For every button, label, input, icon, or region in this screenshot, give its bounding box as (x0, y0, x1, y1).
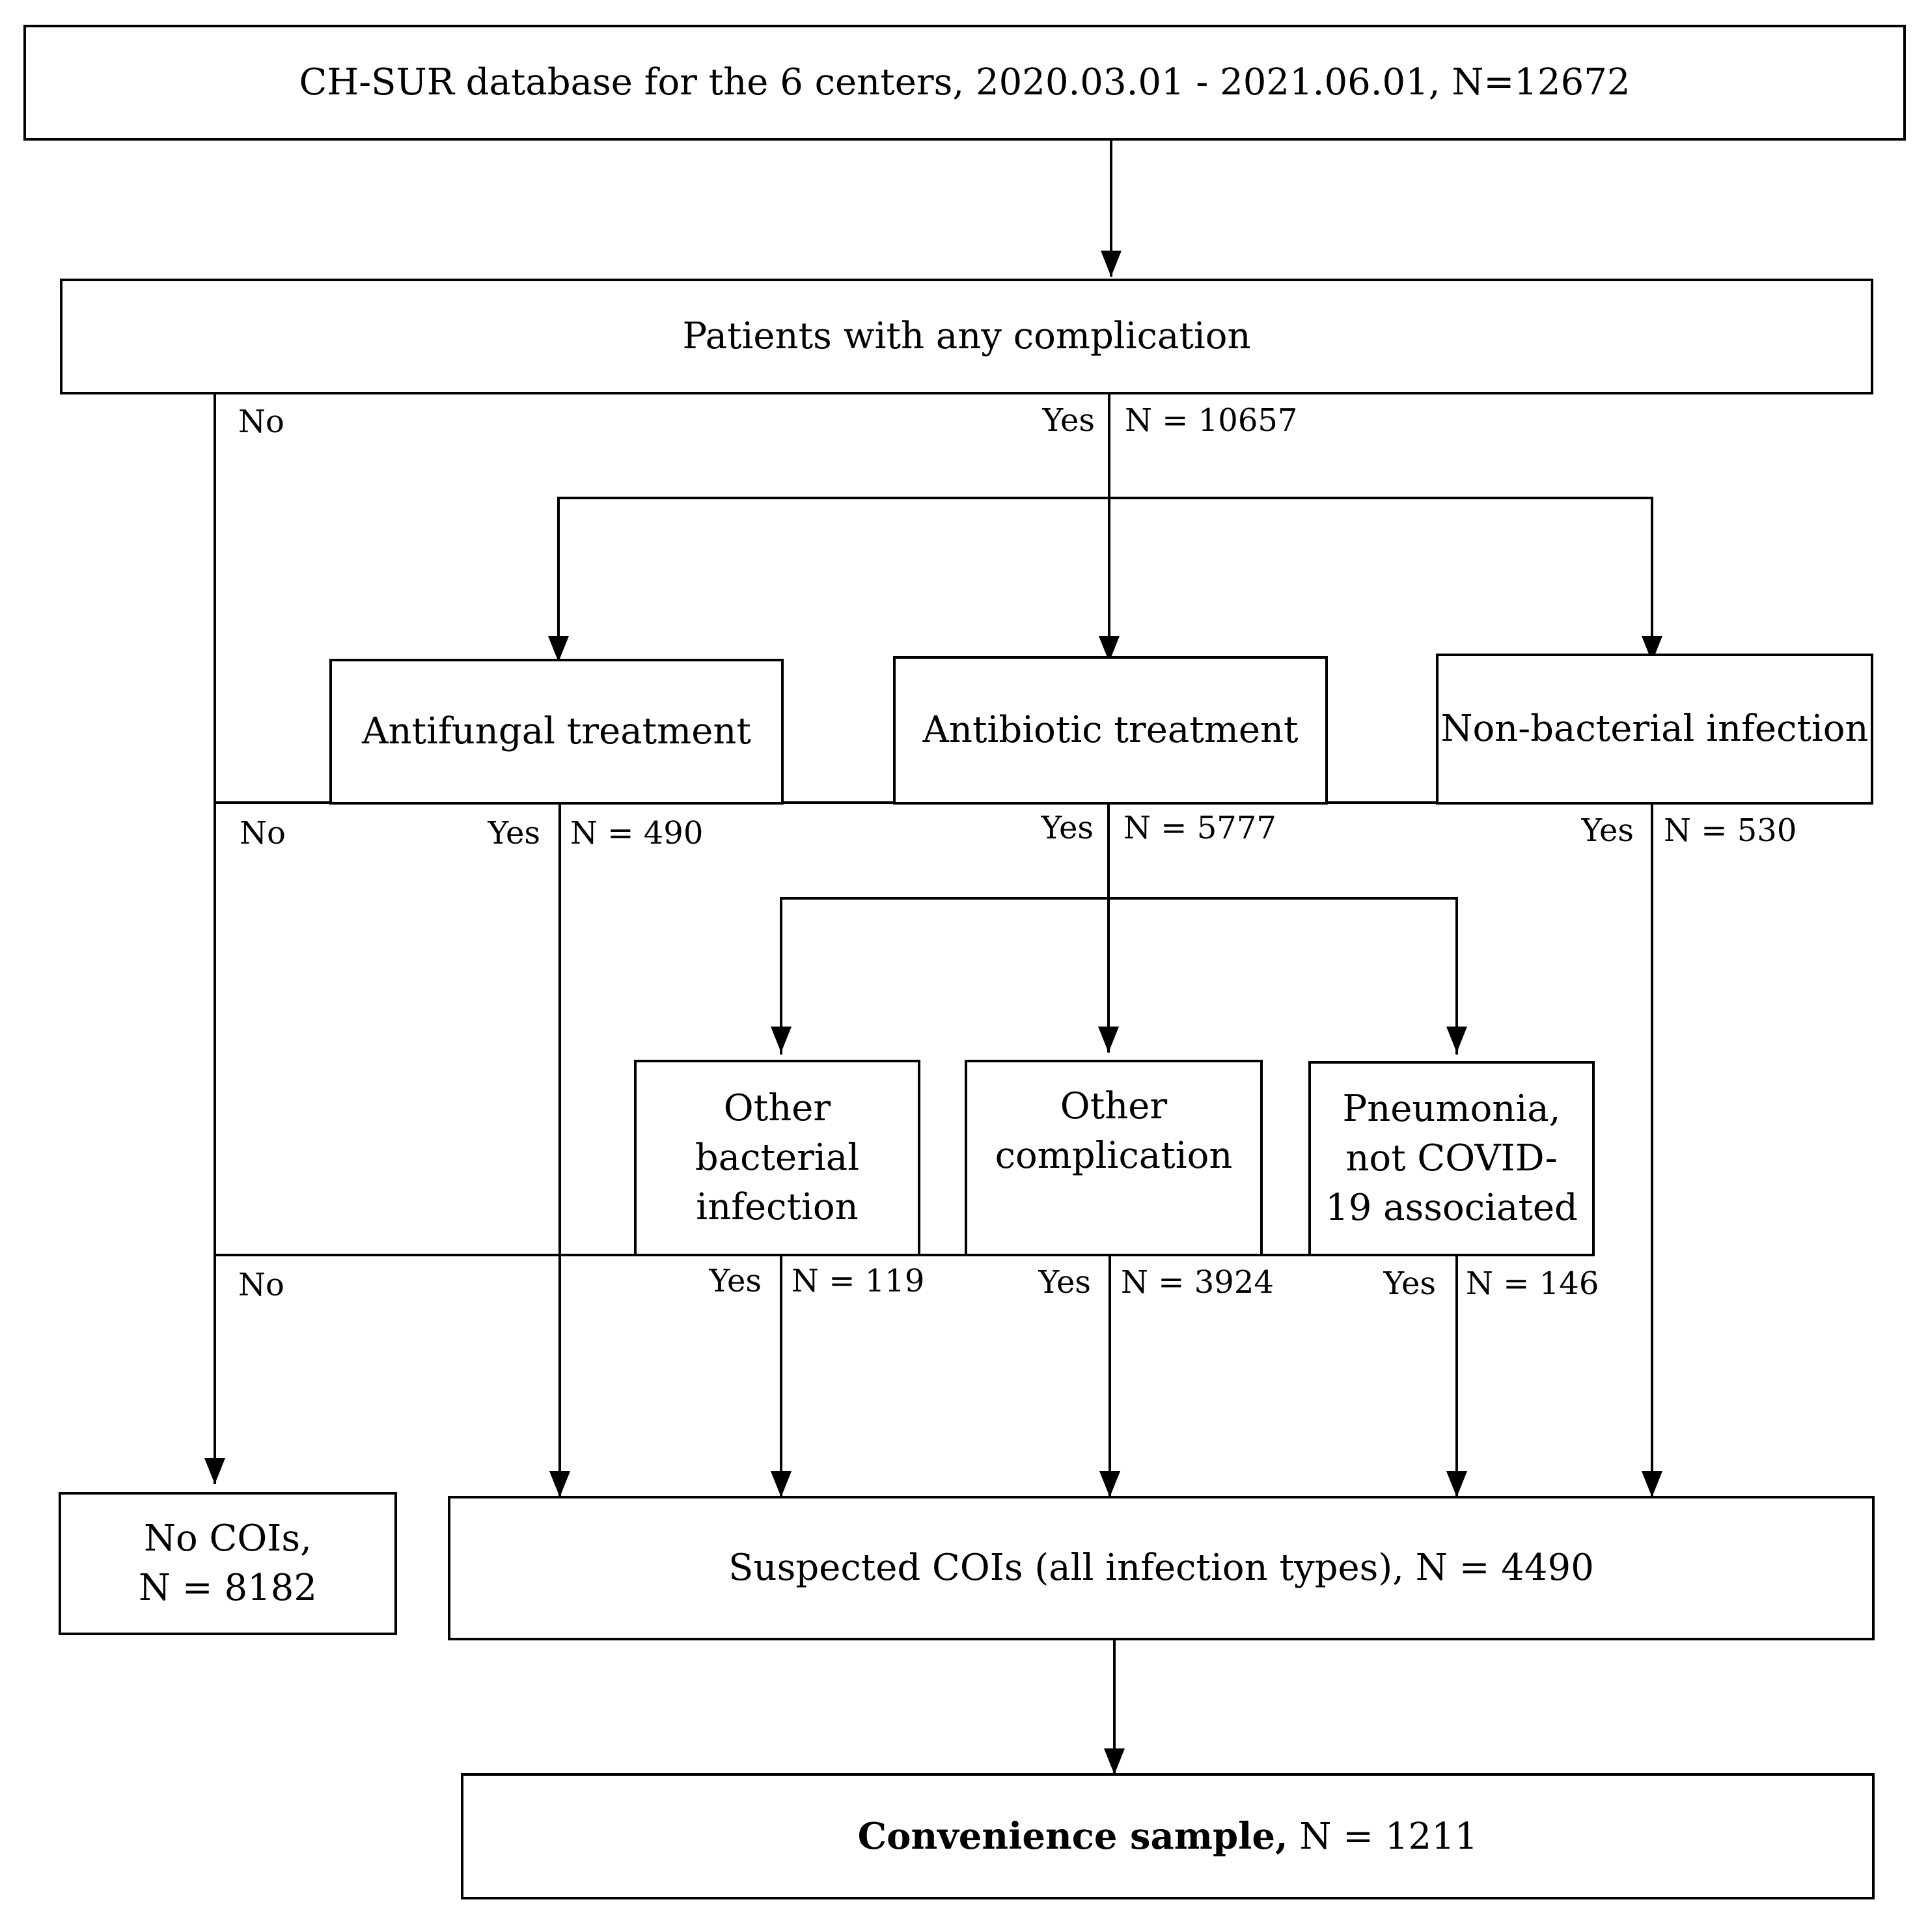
no-cois-line-2: N = 8182 (138, 1567, 318, 1609)
n-pneumonia: N = 146 (1466, 1265, 1599, 1302)
other-complication-box: Other complication (965, 1060, 1263, 1256)
branch-level-1 (557, 497, 1653, 665)
no-label-level-2: No (238, 1267, 284, 1303)
convenience-label-bold: Convenience sample, (857, 1814, 1288, 1858)
other-bacterial-label: Other bacterial infection (695, 1084, 859, 1232)
other-complication-label: Other complication (995, 1082, 1233, 1181)
other-complication-line-1: Other (1060, 1085, 1168, 1127)
antifungal-box: Antifungal treatment (329, 659, 784, 805)
non-bacterial-label: Non-bacterial infection (1440, 708, 1869, 750)
convenience-n-value: N = 1211 (1299, 1815, 1478, 1858)
antifungal-label: Antifungal treatment (362, 710, 751, 752)
n-antibiotic: N = 5777 (1123, 810, 1276, 846)
pneumonia-label: Pneumonia, not COVID- 19 associated (1325, 1084, 1578, 1233)
antibiotic-label: Antibiotic treatment (922, 709, 1299, 751)
yes-label-antibiotic: Yes (1041, 810, 1094, 846)
n-non-bacterial: N = 530 (1664, 812, 1797, 849)
antibiotic-box: Antibiotic treatment (893, 656, 1328, 805)
non-bacterial-box: Non-bacterial infection (1436, 654, 1873, 805)
yes-label-other-complication: Yes (1038, 1264, 1091, 1301)
other-bacterial-line-1: Other (723, 1087, 831, 1129)
pneumonia-line-1: Pneumonia, (1342, 1088, 1561, 1130)
no-label-level-0: No (238, 404, 284, 440)
n-antifungal: N = 490 (570, 815, 704, 851)
yes-label-other-bacterial: Yes (709, 1263, 762, 1299)
no-cois-label: No COIs, N = 8182 (139, 1514, 317, 1613)
n-complication: N = 10657 (1125, 402, 1298, 439)
branch-level-2 (780, 897, 1458, 1055)
no-cois-line-1: No COIs, (144, 1517, 312, 1560)
database-box: CH-SUR database for the 6 centers, 2020.… (23, 25, 1906, 141)
other-bacterial-line-2: bacterial (695, 1137, 860, 1179)
any-complication-box: Patients with any complication (60, 279, 1873, 394)
n-other-bacterial: N = 119 (792, 1263, 925, 1299)
no-cois-box: No COIs, N = 8182 (59, 1492, 397, 1635)
pneumonia-line-2: not COVID- (1345, 1137, 1558, 1180)
n-other-complication: N = 3924 (1121, 1264, 1274, 1301)
other-complication-line-2: complication (995, 1135, 1233, 1177)
yes-label-antifungal: Yes (488, 815, 540, 851)
suspected-box: Suspected COIs (all infection types), N … (448, 1496, 1875, 1640)
convenience-label: Convenience sample, N = 1211 (858, 1812, 1478, 1862)
pneumonia-line-3: 19 associated (1325, 1187, 1578, 1229)
other-bacterial-line-3: infection (696, 1186, 859, 1228)
yes-label-non-bacterial: Yes (1581, 812, 1634, 849)
database-label: CH-SUR database for the 6 centers, 2020.… (299, 61, 1631, 104)
other-bacterial-box: Other bacterial infection (634, 1060, 920, 1256)
yes-label-pneumonia: Yes (1383, 1265, 1436, 1302)
pneumonia-box: Pneumonia, not COVID- 19 associated (1308, 1061, 1595, 1256)
no-label-level-1: No (240, 815, 286, 851)
suspected-label: Suspected COIs (all infection types), N … (728, 1547, 1594, 1589)
convenience-box: Convenience sample, N = 1211 (461, 1773, 1875, 1899)
any-complication-label: Patients with any complication (682, 315, 1251, 357)
yes-label-complication: Yes (1042, 402, 1095, 439)
